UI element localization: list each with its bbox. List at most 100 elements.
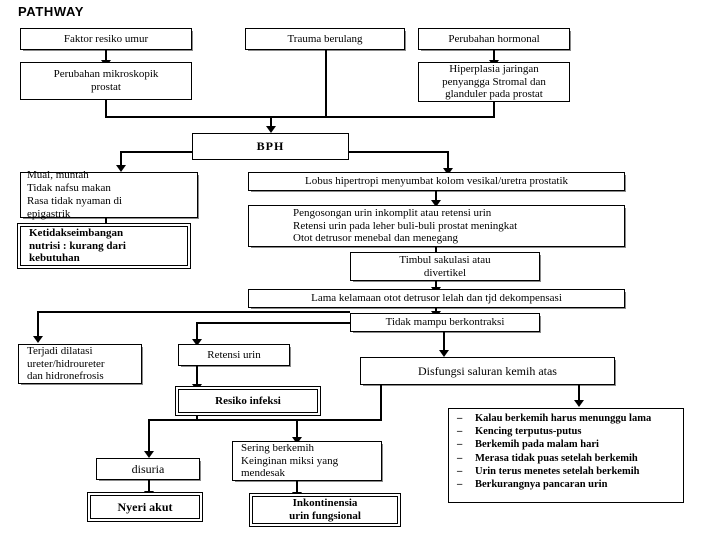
arrowhead	[292, 492, 302, 499]
list-item: Urin terus menetes setelah berkemih	[453, 466, 677, 478]
connector-trauma-down	[325, 50, 327, 116]
node-trauma-berulang: Trauma berulang	[245, 28, 405, 50]
connector-bus-down-bph	[270, 116, 272, 128]
node-label: Lama kelamaan otot detrusor lelah dan tj…	[311, 292, 562, 305]
connector-bus-to-bph-left	[105, 116, 272, 118]
connector-to-sering-berkemih	[296, 419, 298, 441]
node-inkontinensia-urin-fungsional: Inkontinensia urin fungsional	[252, 496, 398, 524]
node-label-line: urin fungsional	[289, 510, 361, 522]
node-nyeri-akut: Nyeri akut	[90, 495, 200, 519]
list-item: Merasa tidak puas setelah berkemih	[453, 453, 677, 465]
node-label-line: ureter/hidroureter	[27, 357, 105, 370]
page-title: PATHWAY	[18, 4, 85, 19]
node-label-line: Otot detrusor menebal dan menegang	[293, 232, 458, 245]
node-label-line: penyangga Stromal dan	[442, 75, 546, 88]
connector-to-disuria	[148, 419, 150, 455]
list-item: Berkurangnya pancaran urin	[453, 479, 677, 491]
node-label-line: Retensi urin pada leher buli-buli prosta…	[293, 219, 518, 232]
connector-to-dilatasi	[37, 311, 39, 340]
connector-disuria-to-nyeri	[148, 480, 150, 494]
connector-sakulasi-down	[435, 281, 437, 292]
connector-lower-bus-left	[148, 419, 298, 421]
connector-infeksi-down	[196, 415, 198, 421]
connector-lobus-down	[435, 191, 437, 203]
node-faktor-resiko-umur: Faktor resiko umur	[20, 28, 192, 50]
arrowhead	[574, 400, 584, 407]
connector-fanout-second	[196, 322, 350, 324]
connector-fanout-top	[37, 311, 350, 313]
node-label-line: glanduler pada prostat	[445, 88, 543, 101]
node-lobus-hipertropi: Lobus hipertropi menyumbat kolom vesikal…	[248, 172, 625, 191]
node-label: Perubahan hormonal	[448, 32, 540, 45]
node-label-line: Inkontinensia	[292, 497, 358, 510]
node-perubahan-hormonal: Perubahan hormonal	[418, 28, 570, 50]
arrowhead	[144, 491, 154, 498]
connector-gastro-to-nutrisi	[105, 218, 107, 228]
connector-bph-left	[120, 151, 193, 153]
node-sering-berkemih: Sering berkemih Keinginan miksi yang men…	[232, 441, 382, 481]
connector-to-retensi-urin	[196, 322, 198, 343]
node-timbul-sakulasi: Timbul sakulasi atau divertikel	[350, 252, 540, 281]
node-label-line: Rasa tidak nyaman di	[27, 195, 123, 207]
arrowhead	[443, 168, 453, 175]
node-label-line: Perubahan mikroskopik	[53, 68, 159, 81]
node-gejala-gastrointestinal: Mual, muntah Tidak nafsu makan Rasa tida…	[20, 169, 198, 220]
node-label: Faktor resiko umur	[63, 32, 149, 45]
node-label-line: divertikel	[423, 266, 467, 279]
node-pengosongan-urin: Pengosongan urin inkomplit atau retensi …	[248, 205, 625, 247]
arrowhead	[144, 451, 154, 458]
arrowhead	[431, 200, 441, 207]
node-gejala-obstruktif-list: Kalau berkemih harus menunggu lama Kenci…	[448, 408, 684, 503]
connector-bph-right-down	[447, 151, 449, 171]
arrowhead	[192, 339, 202, 346]
list-item: Kencing terputus-putus	[453, 426, 677, 438]
node-label-line: dan hidronefrosis	[27, 370, 104, 383]
connector-bph-right	[349, 151, 449, 153]
arrowhead	[266, 126, 276, 133]
arrowhead	[33, 336, 43, 343]
connector-sering-to-inkontinensia	[296, 481, 298, 495]
node-dekompensasi: Lama kelamaan otot detrusor lelah dan tj…	[248, 289, 625, 308]
arrowhead	[292, 437, 302, 444]
arrowhead	[116, 165, 126, 172]
node-label-line: Pengosongan urin inkomplit atau retensi …	[293, 206, 492, 219]
node-label-line: Ketidakseimbangan	[29, 226, 124, 239]
connector-hiperplasia-down	[493, 102, 495, 116]
connector-to-disfungsi	[443, 332, 445, 354]
node-label-line: Mual, muntah	[27, 169, 89, 182]
node-ketidakseimbangan-nutrisi: Ketidakseimbangan nutrisi : kurang dari …	[20, 226, 188, 266]
node-label: Nyeri akut	[117, 499, 173, 514]
connector-faktor-to-mikroskopik	[105, 50, 107, 62]
connector-mikroskopik-down	[105, 100, 107, 118]
node-hiperplasia-jaringan: Hiperplasia jaringan penyangga Stromal d…	[418, 62, 570, 102]
node-terjadi-dilatasi: Terjadi dilatasi ureter/hidroureter dan …	[18, 344, 142, 384]
node-label: disuria	[131, 461, 165, 476]
node-label-line: epigastrik	[27, 207, 71, 220]
node-label: Resiko infeksi	[215, 394, 281, 407]
node-label-line: prostat	[91, 81, 121, 93]
node-tidak-mampu-berkontraksi: Tidak mampu berkontraksi	[350, 313, 540, 332]
node-label-line: nutrisi : kurang dari	[29, 239, 126, 252]
arrowhead	[439, 350, 449, 357]
node-retensi-urin: Retensi urin	[178, 344, 290, 366]
node-label-line: Timbul sakulasi atau	[399, 253, 491, 266]
connector-bph-left-down	[120, 151, 122, 169]
list-item: Kalau berkemih harus menunggu lama	[453, 413, 677, 425]
node-label: Disfungsi saluran kemih atas	[418, 363, 557, 378]
node-label-line: Tidak nafsu makan	[27, 182, 111, 195]
connector-bus-to-bph-right	[270, 116, 495, 118]
node-label: BPH	[256, 139, 285, 154]
node-label: Tidak mampu berkontraksi	[385, 316, 505, 329]
node-label: Retensi urin	[207, 348, 261, 361]
node-label-line: Hiperplasia jaringan	[449, 62, 539, 75]
connector-disfungsi-left-down	[380, 385, 382, 421]
node-perubahan-mikroskopik-prostat: Perubahan mikroskopik prostat	[20, 62, 192, 100]
node-bph: BPH	[192, 133, 349, 160]
connector-hormonal-to-hiperplasia	[493, 50, 495, 62]
node-label-line: mendesak	[241, 467, 285, 480]
node-label-line: kebutuhan	[29, 252, 80, 265]
connector-retensi-to-infeksi	[196, 366, 198, 388]
gejala-list: Kalau berkemih harus menunggu lama Kenci…	[453, 413, 677, 491]
arrowhead	[192, 384, 202, 391]
